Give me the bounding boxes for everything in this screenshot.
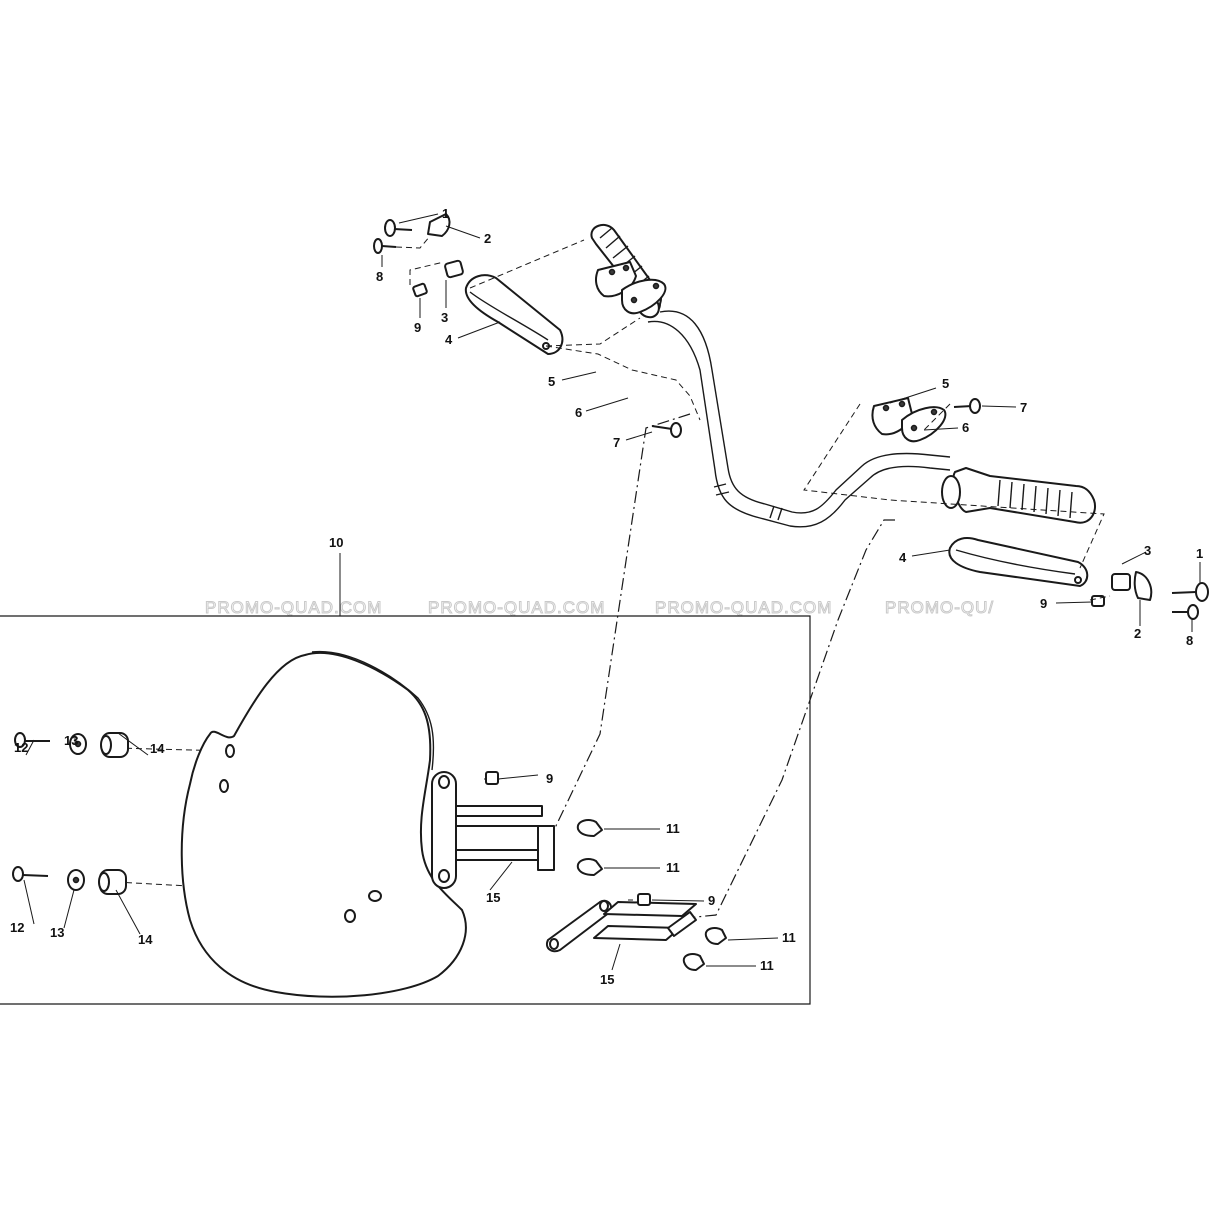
callout-12-bottom: 12	[10, 920, 24, 935]
right-handguard	[948, 537, 1089, 587]
callout-4-right: 4	[899, 550, 907, 565]
callout-numbers: 1 2 8 3 9 4 5 6 7 5 6 7 4 3 1 9 2 8 12 1…	[10, 206, 1203, 987]
callout-7-right: 7	[1020, 400, 1027, 415]
callout-1-right: 1	[1196, 546, 1203, 561]
lower-mount-bracket	[546, 893, 697, 953]
callout-5-left: 5	[548, 374, 555, 389]
callout-11-b: 11	[666, 860, 680, 875]
callout-8-left: 8	[376, 269, 383, 284]
callout-13-bottom: 13	[50, 925, 64, 940]
callout-7-left: 7	[613, 435, 620, 450]
callout-9-left: 9	[414, 320, 421, 335]
callout-1-left: 1	[442, 206, 449, 221]
callout-2-right: 2	[1134, 626, 1141, 641]
upper-mount-bracket	[431, 771, 555, 889]
callout-2-left: 2	[484, 231, 491, 246]
callout-12-top: 12	[14, 740, 28, 755]
callout-11-a: 11	[666, 821, 680, 836]
right-grip-throttle	[941, 467, 1096, 524]
right-end-hardware	[1091, 571, 1209, 620]
watermark-3: PROMO-QUAD.COM	[655, 598, 832, 617]
callout-15-upper: 15	[486, 890, 500, 905]
callout-14-bottom: 14	[138, 932, 153, 947]
callout-9-right: 9	[1040, 596, 1047, 611]
callout-3-right: 3	[1144, 543, 1151, 558]
windshield	[180, 650, 467, 998]
left-handguard	[464, 274, 564, 355]
watermark-2: PROMO-QUAD.COM	[428, 598, 605, 617]
windshield-fasteners-top	[14, 732, 129, 758]
callout-3-left: 3	[441, 310, 448, 325]
callout-15-lower: 15	[600, 972, 614, 987]
watermark-1: PROMO-QUAD.COM	[205, 598, 382, 617]
callout-9-upper-bracket: 9	[546, 771, 553, 786]
callout-4-left: 4	[445, 332, 453, 347]
windshield-kit-frame: 10	[0, 535, 811, 1005]
left-bolt-7	[651, 422, 682, 438]
callout-13-top: 13	[64, 733, 78, 748]
callout-14-top: 14	[150, 741, 165, 756]
callout-11-d: 11	[760, 958, 774, 973]
right-clamp-lower	[901, 406, 947, 443]
callout-9-lower-bracket: 9	[708, 893, 715, 908]
windshield-fasteners-bottom	[12, 866, 127, 895]
callout-6-left: 6	[575, 405, 582, 420]
right-bolt-7	[953, 398, 981, 414]
callout-5-right: 5	[942, 376, 949, 391]
callout-8-right: 8	[1186, 633, 1193, 648]
handlebar-tube	[647, 310, 951, 528]
left-end-hardware	[373, 213, 464, 298]
callout-11-c: 11	[782, 930, 796, 945]
callout-10: 10	[329, 535, 343, 550]
assembly-lines	[115, 239, 1111, 919]
watermark-row: PROMO-QUAD.COM PROMO-QUAD.COM PROMO-QUAD…	[205, 598, 994, 618]
leader-lines	[23, 213, 1201, 971]
callout-6-right: 6	[962, 420, 969, 435]
clamps-11	[576, 819, 727, 971]
watermark-4: PROMO-QU/	[885, 598, 994, 617]
left-clamp-lower	[621, 278, 667, 315]
